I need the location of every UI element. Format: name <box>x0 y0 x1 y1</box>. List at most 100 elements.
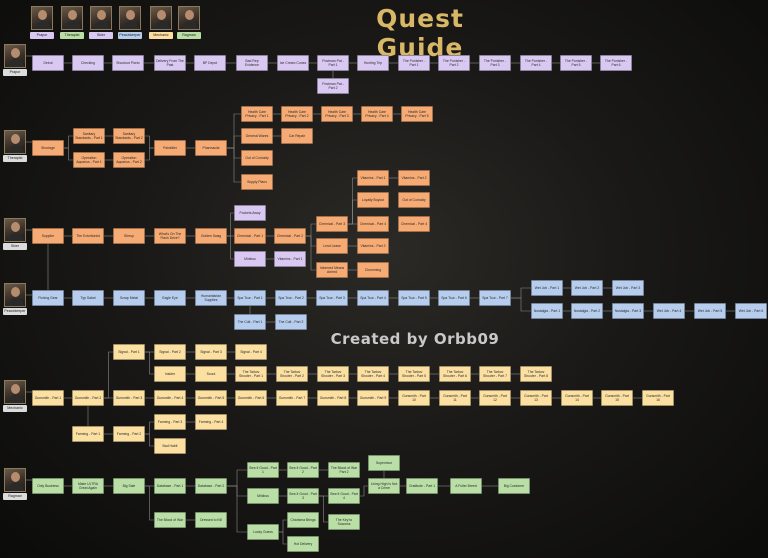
quest-node: Signal - Part 2 <box>154 344 186 360</box>
quest-node: Wet Job - Part 4 <box>653 303 685 319</box>
quest-node: Gunsmith - Part 10 <box>398 390 430 406</box>
quest-node: Spa Tour - Part 1 <box>234 290 266 306</box>
quest-node: Big Customer <box>498 478 530 494</box>
quest-node: The Cult - Part 2 <box>275 314 307 330</box>
quest-node: Gunsmith - Part 6 <box>235 390 267 406</box>
quest-node: Only Business <box>32 478 64 494</box>
quest-node: Signal - Part 4 <box>235 344 267 360</box>
connector-line <box>227 469 247 487</box>
quest-node: Vitamins - Part 2 <box>357 238 389 254</box>
connector-line <box>360 485 368 497</box>
trader-label-prapor: Prapor <box>3 69 27 76</box>
legend-label-ragman: Ragman <box>177 32 201 39</box>
quest-node: Vitamins - Part 1 <box>274 251 306 267</box>
quest-node: Supplier <box>32 228 64 244</box>
connector-line <box>319 495 328 523</box>
quest-node: Gunsmith - Part 15 <box>601 390 633 406</box>
quest-node: Out of Curiosity <box>241 150 273 166</box>
quest-node: Delivery From The Past <box>154 55 186 71</box>
quest-node: Farming - Part 2 <box>113 426 145 442</box>
quest-node: Database - Part 2 <box>195 478 227 494</box>
quest-node: Wet Job - Part 6 <box>735 303 767 319</box>
quest-node: Sanitary Standards - Part 1 <box>73 128 105 144</box>
trader-label-ragman: Ragman <box>3 493 27 500</box>
quest-node: Big Sale <box>113 478 145 494</box>
quest-node: Lend Lease <box>316 238 348 254</box>
quest-node: Chemical - Part 4 <box>398 216 430 232</box>
legend-label-therapist: Therapist <box>60 32 84 39</box>
quest-node: Spa Tour - Part 3 <box>316 290 348 306</box>
connector-line <box>145 433 154 447</box>
quest-node: Farming - Part 4 <box>195 414 227 430</box>
connector-line <box>511 297 531 312</box>
quest-node: Shootout Picnic <box>112 55 144 71</box>
quest-node: Insider <box>154 366 186 382</box>
quest-node: Scrap Metal <box>113 290 145 306</box>
quest-node: Sew it Good - Part 1 <box>247 462 279 478</box>
page-title: Quest Guide <box>376 4 464 62</box>
legend-avatar-therapist <box>61 6 83 30</box>
quest-node: Chemical - Part 1 <box>234 228 266 244</box>
connector-line <box>145 485 154 521</box>
quest-node: The Key to Success <box>328 514 360 530</box>
trader-avatar-skier <box>4 218 26 242</box>
legend-avatar-mechanic <box>150 6 172 30</box>
legend-label-prapor: Prapor <box>30 32 54 39</box>
quest-node: Car Repair <box>281 128 313 144</box>
quest-node: Scout <box>195 366 227 382</box>
quest-node: Farming - Part 3 <box>154 414 186 430</box>
quest-node: The Tarkov Shooter - Part 8 <box>520 366 552 382</box>
quest-node: Nostalgia - Part 1 <box>531 303 563 319</box>
quest-node: Farming - Part 1 <box>72 426 104 442</box>
quest-node: The Tarkov Shooter - Part 6 <box>439 366 471 382</box>
quest-node: The Extortionist <box>72 228 104 244</box>
quest-node: The Tarkov Shooter - Part 4 <box>357 366 389 382</box>
quest-node: The Punisher - Part 1 <box>398 55 430 71</box>
quest-node: Postman Pat - Part 1 <box>317 55 349 71</box>
quest-node: Gunsmith - Part 3 <box>113 390 145 406</box>
quest-node: The Tarkov Shooter - Part 1 <box>235 366 267 382</box>
quest-node: Bad Habit <box>154 438 186 454</box>
quest-node: Gunsmith - Part 1 <box>32 390 64 406</box>
connector-line <box>64 135 73 149</box>
quest-node: Gunsmith - Part 13 <box>520 390 552 406</box>
quest-node: Gunsmith - Part 7 <box>276 390 308 406</box>
quest-node: Gratitude - Part 1 <box>406 478 438 494</box>
connector-line <box>227 212 234 237</box>
legend-avatar-peacekeeper <box>119 6 141 30</box>
quest-node: What's On The Flash Drive? <box>154 228 186 244</box>
quest-node: The Punisher - Part 3 <box>479 55 511 71</box>
quest-node: Nostalgia - Part 2 <box>571 303 603 319</box>
connector-line <box>279 519 287 533</box>
trader-label-mechanic: Mechanic <box>3 405 27 412</box>
connector-line <box>227 147 241 183</box>
trader-label-therapist: Therapist <box>3 155 27 162</box>
quest-node: Humanitarian Supplies <box>195 290 227 306</box>
quest-node: Gunsmith - Part 14 <box>561 390 593 406</box>
quest-node: Gunsmith - Part 12 <box>479 390 511 406</box>
legend-label-mechanic: Mechanic <box>149 32 173 39</box>
legend-label-peacekeeper: Peacekeeper <box>118 32 142 39</box>
quest-node: Wet Job - Part 1 <box>531 280 563 296</box>
quest-node: Tigr Safari <box>72 290 104 306</box>
quest-node: Health Care Privacy - Part 4 <box>361 106 393 122</box>
quest-node: Sanitary Standards - Part 2 <box>113 128 145 144</box>
quest-node: The Punisher - Part 2 <box>438 55 470 71</box>
quest-node: The Punisher - Part 5 <box>560 55 592 71</box>
quest-node: Bad Rep Evidence <box>236 55 268 71</box>
connector-line <box>227 235 234 260</box>
quest-node: Chemical - Part 3 <box>316 216 348 232</box>
quest-node: Wet Job - Part 3 <box>612 280 644 296</box>
trader-avatar-mechanic <box>4 380 26 404</box>
quest-node: Nostalgia - Part 3 <box>612 303 644 319</box>
trader-avatar-prapor <box>4 44 26 68</box>
connector-line <box>306 223 316 237</box>
quest-node: Vitamins - Part 1 <box>357 170 389 186</box>
quest-node: Health Care Privacy - Part 2 <box>281 106 313 122</box>
quest-node: Database - Part 1 <box>154 478 186 494</box>
quest-node: Spa Tour - Part 5 <box>398 290 430 306</box>
quest-node: The Punisher - Part 4 <box>520 55 552 71</box>
quest-node: Dressed to Kill <box>195 512 227 528</box>
quest-node: Checking <box>72 55 104 71</box>
quest-node: Supervisor <box>368 455 400 471</box>
